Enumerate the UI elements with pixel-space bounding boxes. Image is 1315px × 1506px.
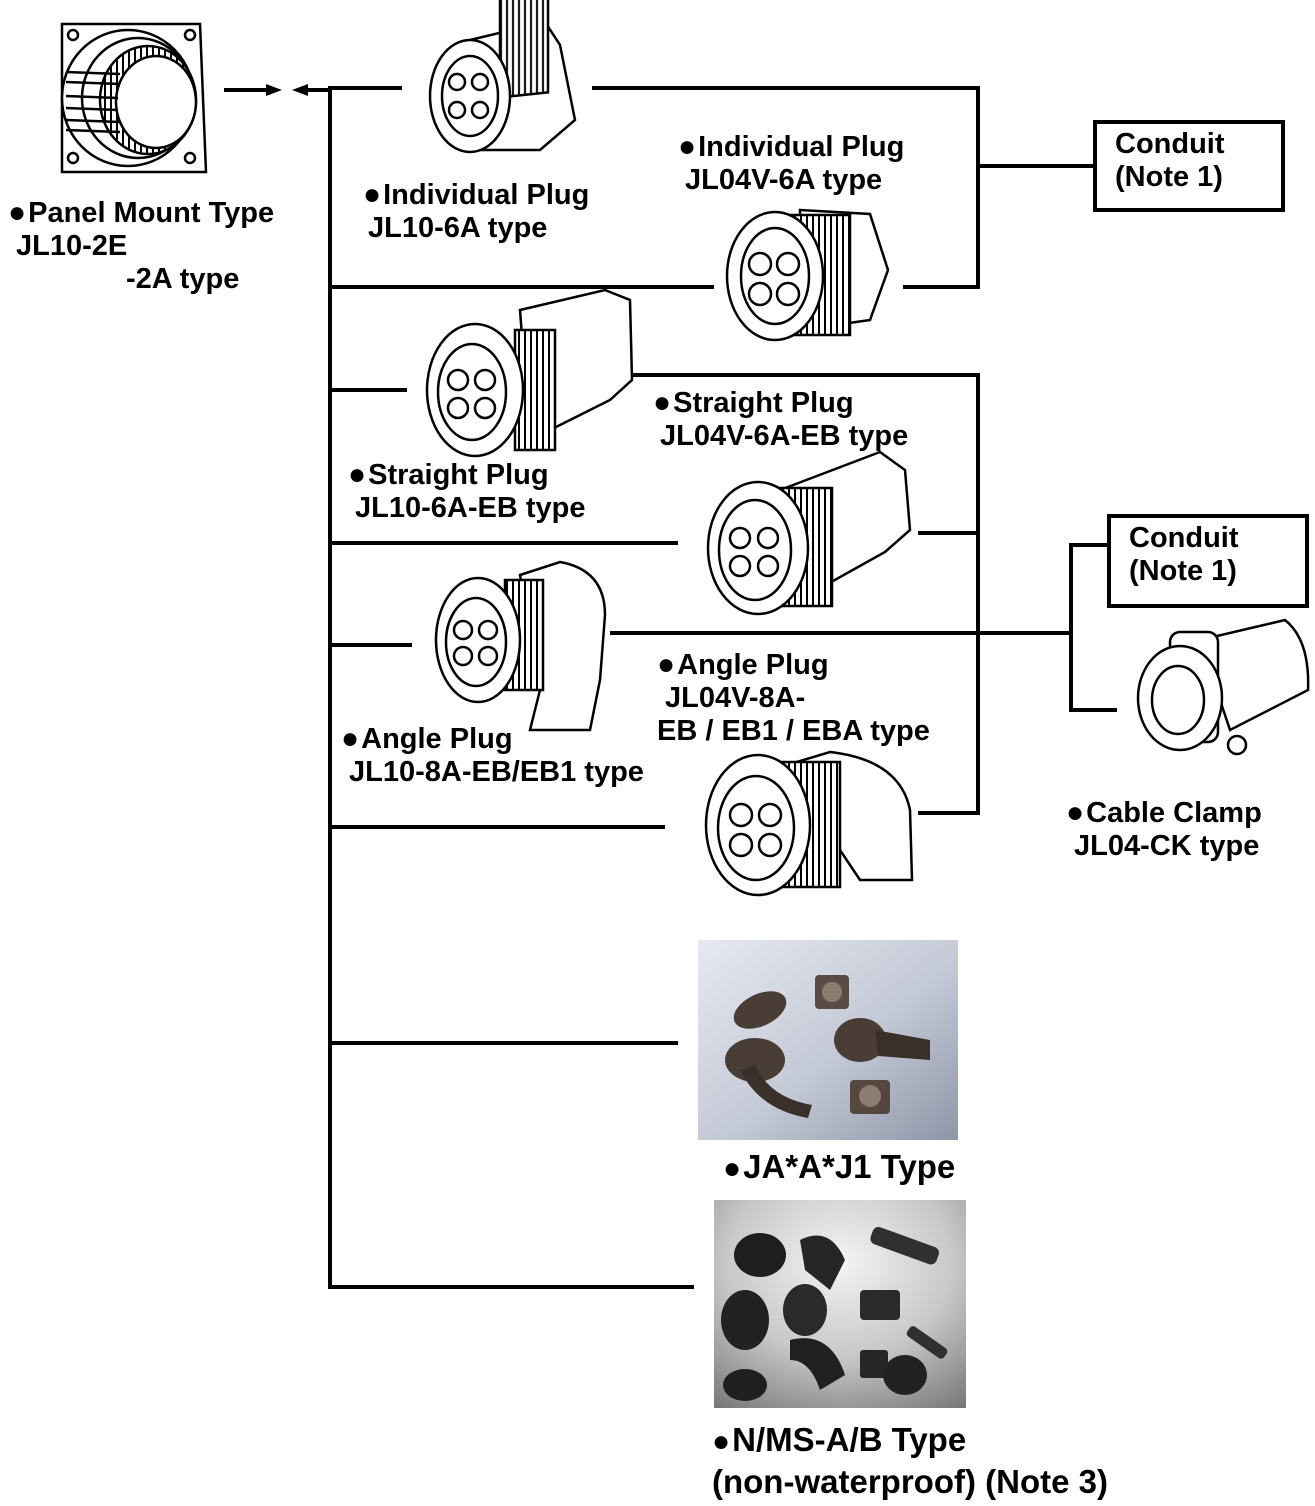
cable-clamp-title: Cable Clamp xyxy=(1086,797,1262,829)
conduit-2-line1: Conduit xyxy=(1129,522,1239,554)
jl04v-8a-eb-plug-image xyxy=(704,750,914,897)
jl10-6a-eb-model: JL10-6A-EB type xyxy=(355,492,586,524)
jl10-6a-eb-plug-image xyxy=(425,288,634,458)
mating-arrows xyxy=(224,84,332,96)
jl04v-6a-label: ●Individual Plug JL04V-6A type xyxy=(678,130,904,197)
ja-a-j1-title: JA*A*J1 Type xyxy=(743,1148,956,1185)
jl04v-8a-eb-model-line1: JL04V-8A- xyxy=(665,682,806,714)
jl10-6a-label: ●Individual Plug JL10-6A type xyxy=(363,178,589,245)
conduit-2-line2: (Note 1) xyxy=(1129,555,1237,587)
panel-mount-title: Panel Mount Type xyxy=(28,197,275,229)
jl10-8a-eb-label: ●Angle Plug JL10-8A-EB/EB1 type xyxy=(341,722,644,789)
conduit-1-line1: Conduit xyxy=(1115,128,1225,160)
loop-straight-angle xyxy=(626,373,980,815)
jl10-8a-eb-title: Angle Plug xyxy=(361,723,513,755)
arrow-right-icon xyxy=(266,84,282,96)
panel-mount-model-line2: -2A type xyxy=(126,263,240,295)
jl04v-8a-eb-model-line2: EB / EB1 / EBA type xyxy=(657,715,930,747)
clamp-bracket xyxy=(1069,543,1117,712)
bullet-icon: ● xyxy=(712,1425,731,1458)
conduit-box-2: Conduit (Note 1) xyxy=(1107,514,1309,608)
bullet-icon: ● xyxy=(723,1152,742,1185)
jl04v-6a-eb-title: Straight Plug xyxy=(673,387,854,419)
cable-clamp-label: ●Cable Clamp JL04-CK type xyxy=(1066,796,1262,863)
jl10-6a-eb-title: Straight Plug xyxy=(368,459,549,491)
jl04v-6a-eb-model: JL04V-6A-EB type xyxy=(660,420,909,452)
conduit-box-1: Conduit (Note 1) xyxy=(1093,120,1285,212)
cable-clamp-model: JL04-CK type xyxy=(1074,830,1260,862)
jl04v-6a-model: JL04V-6A type xyxy=(685,164,883,196)
jl04v-6a-eb-plug-image xyxy=(706,450,912,616)
n-ms-label: ●N/MS-A/B Type (non-waterproof) (Note 3) xyxy=(712,1420,1108,1502)
jl10-6a-eb-label: ●Straight Plug JL10-6A-EB type xyxy=(348,458,585,525)
cable-clamp-image xyxy=(1136,618,1310,756)
bullet-icon: ● xyxy=(363,178,382,211)
n-ms-line2: (non-waterproof) (Note 3) xyxy=(712,1463,1108,1500)
jl10-8a-eb-model: JL10-8A-EB/EB1 type xyxy=(349,756,644,788)
jl04v-6a-eb-label: ●Straight Plug JL04V-6A-EB type xyxy=(653,386,908,453)
arrow-left-icon xyxy=(292,84,308,96)
ja-a-j1-photo xyxy=(698,940,958,1140)
bullet-icon: ● xyxy=(8,196,27,229)
conduit-1-line2: (Note 1) xyxy=(1115,161,1223,193)
bullet-icon: ● xyxy=(678,130,697,163)
jl10-6a-title: Individual Plug xyxy=(383,179,590,211)
jl10-6a-model: JL10-6A type xyxy=(368,212,548,244)
n-ms-title: N/MS-A/B Type xyxy=(732,1421,967,1458)
jl04v-6a-plug-image xyxy=(725,208,890,342)
bullet-icon: ● xyxy=(657,648,676,681)
jl10-6a-plug-image xyxy=(428,0,577,154)
ja-a-j1-label: ●JA*A*J1 Type xyxy=(723,1148,955,1188)
jl04v-6a-title: Individual Plug xyxy=(698,131,905,163)
bullet-icon: ● xyxy=(1066,796,1085,829)
jl10-8a-eb-plug-image xyxy=(434,560,607,732)
bullet-icon: ● xyxy=(341,722,360,755)
jl04v-8a-eb-title: Angle Plug xyxy=(677,649,829,681)
jl04v-8a-eb-label: ●Angle Plug JL04V-8A- EB / EB1 / EBA typ… xyxy=(657,648,930,748)
panel-mount-connector-image xyxy=(60,22,208,174)
connection-lines xyxy=(328,86,1117,1289)
panel-mount-label: ●Panel Mount Type JL10-2E -2A type xyxy=(8,196,274,296)
bullet-icon: ● xyxy=(348,458,367,491)
bullet-icon: ● xyxy=(653,386,672,419)
panel-mount-model-line1: JL10-2E xyxy=(16,230,128,262)
loop-individual xyxy=(592,86,980,289)
n-ms-photo xyxy=(714,1200,966,1408)
